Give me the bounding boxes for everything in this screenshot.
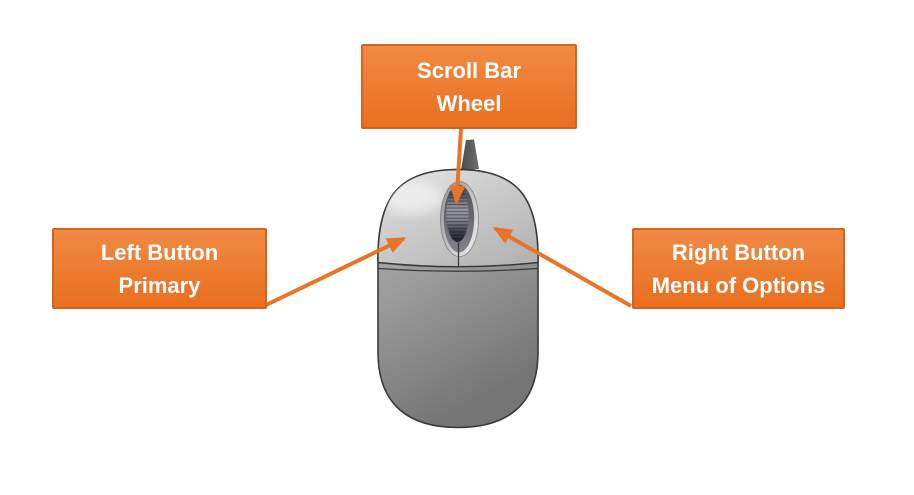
right-button-label-line2: Menu of Options	[651, 272, 826, 298]
scroll-wheel-label-line2: Wheel	[436, 90, 502, 116]
left-button-label: Left Button Primary	[52, 228, 267, 309]
panel-highlight	[384, 181, 444, 215]
mouse-cable	[461, 139, 479, 171]
right-button-label-line1: Right Button	[671, 239, 806, 265]
scroll-wheel-label: Scroll Bar Wheel	[361, 44, 577, 129]
callout-arrows	[265, 128, 632, 308]
right-button-label: Right Button Menu of Options	[632, 228, 845, 309]
body-seam-line	[378, 267, 538, 272]
scroll-wheel-arrow	[449, 128, 466, 205]
right-button-arrow	[492, 226, 632, 308]
left-button-arrow	[265, 236, 407, 307]
scroll-wheel-label-line1: Scroll Bar	[417, 57, 521, 83]
left-button-label-line1: Left Button	[100, 239, 219, 265]
left-button-label-line2: Primary	[118, 272, 201, 298]
